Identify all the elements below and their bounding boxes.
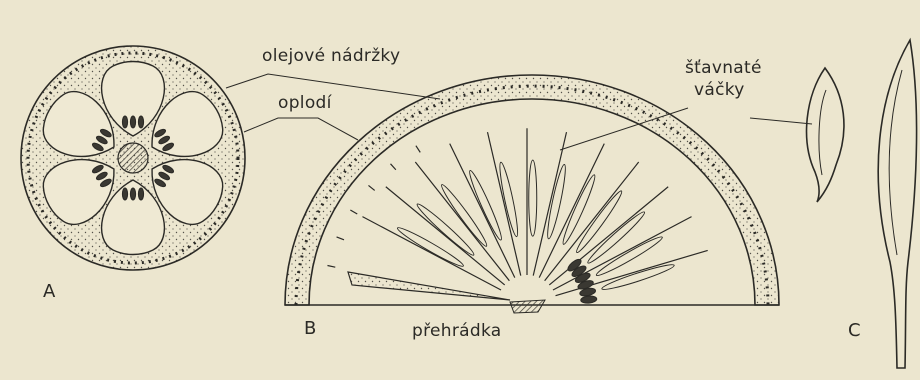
leader-oil-glands xyxy=(226,74,440,99)
segment-wall xyxy=(553,217,692,290)
seed xyxy=(138,116,143,128)
figure-letter-c: C xyxy=(848,322,861,340)
seed xyxy=(130,188,135,200)
membrane-tooth xyxy=(368,185,374,190)
figure-letter-a: A xyxy=(43,283,56,301)
membrane-tooth xyxy=(416,146,420,153)
label-pericarp: oplodí xyxy=(278,95,332,112)
figure-letter-b: B xyxy=(304,320,317,338)
vesicle xyxy=(395,224,465,269)
seed xyxy=(138,188,143,200)
vesicle xyxy=(574,189,625,255)
central-axis xyxy=(118,143,148,173)
label-oil-glands: olejové nádržky xyxy=(262,48,400,65)
vesicle xyxy=(529,160,537,236)
membrane-tooth xyxy=(390,164,395,170)
membrane-tooth xyxy=(337,237,344,240)
label-juice-vesicles-2: váčky xyxy=(694,82,745,99)
vesicle-small xyxy=(807,68,844,202)
seed xyxy=(580,295,597,303)
segment-wall xyxy=(549,187,668,285)
vesicle-small-inner xyxy=(819,90,826,175)
septum-wall xyxy=(348,272,510,300)
label-juice-vesicles-1: šťavnaté xyxy=(685,60,762,77)
oil-glands-b xyxy=(296,86,768,305)
vesicle xyxy=(594,234,664,279)
juice-vesicles-b xyxy=(362,128,707,303)
segment-wall xyxy=(545,162,639,281)
seed xyxy=(130,116,135,128)
segment-wall xyxy=(415,162,509,281)
membrane-tooth xyxy=(350,210,357,214)
membrane-tooth xyxy=(327,265,335,267)
leader-vesicle-c xyxy=(750,118,812,124)
segment-wall xyxy=(386,187,505,285)
vesicle xyxy=(601,262,676,293)
seed xyxy=(122,116,127,128)
segment-wall xyxy=(533,132,566,275)
rind xyxy=(285,75,779,305)
vesicle-large-inner xyxy=(889,70,902,255)
segment-wall xyxy=(539,144,604,278)
figure-c-vesicles xyxy=(807,40,917,368)
segment-wall xyxy=(450,144,515,278)
vesicle xyxy=(439,182,490,248)
axis-b xyxy=(510,300,545,313)
seed xyxy=(122,188,127,200)
vesicle xyxy=(560,173,598,246)
segment-wall xyxy=(487,132,520,275)
leader-pericarp xyxy=(244,118,358,140)
figure-a-cross-section xyxy=(21,46,245,270)
figure-b-half-section xyxy=(285,75,779,313)
label-septum: přehrádka xyxy=(412,323,502,340)
